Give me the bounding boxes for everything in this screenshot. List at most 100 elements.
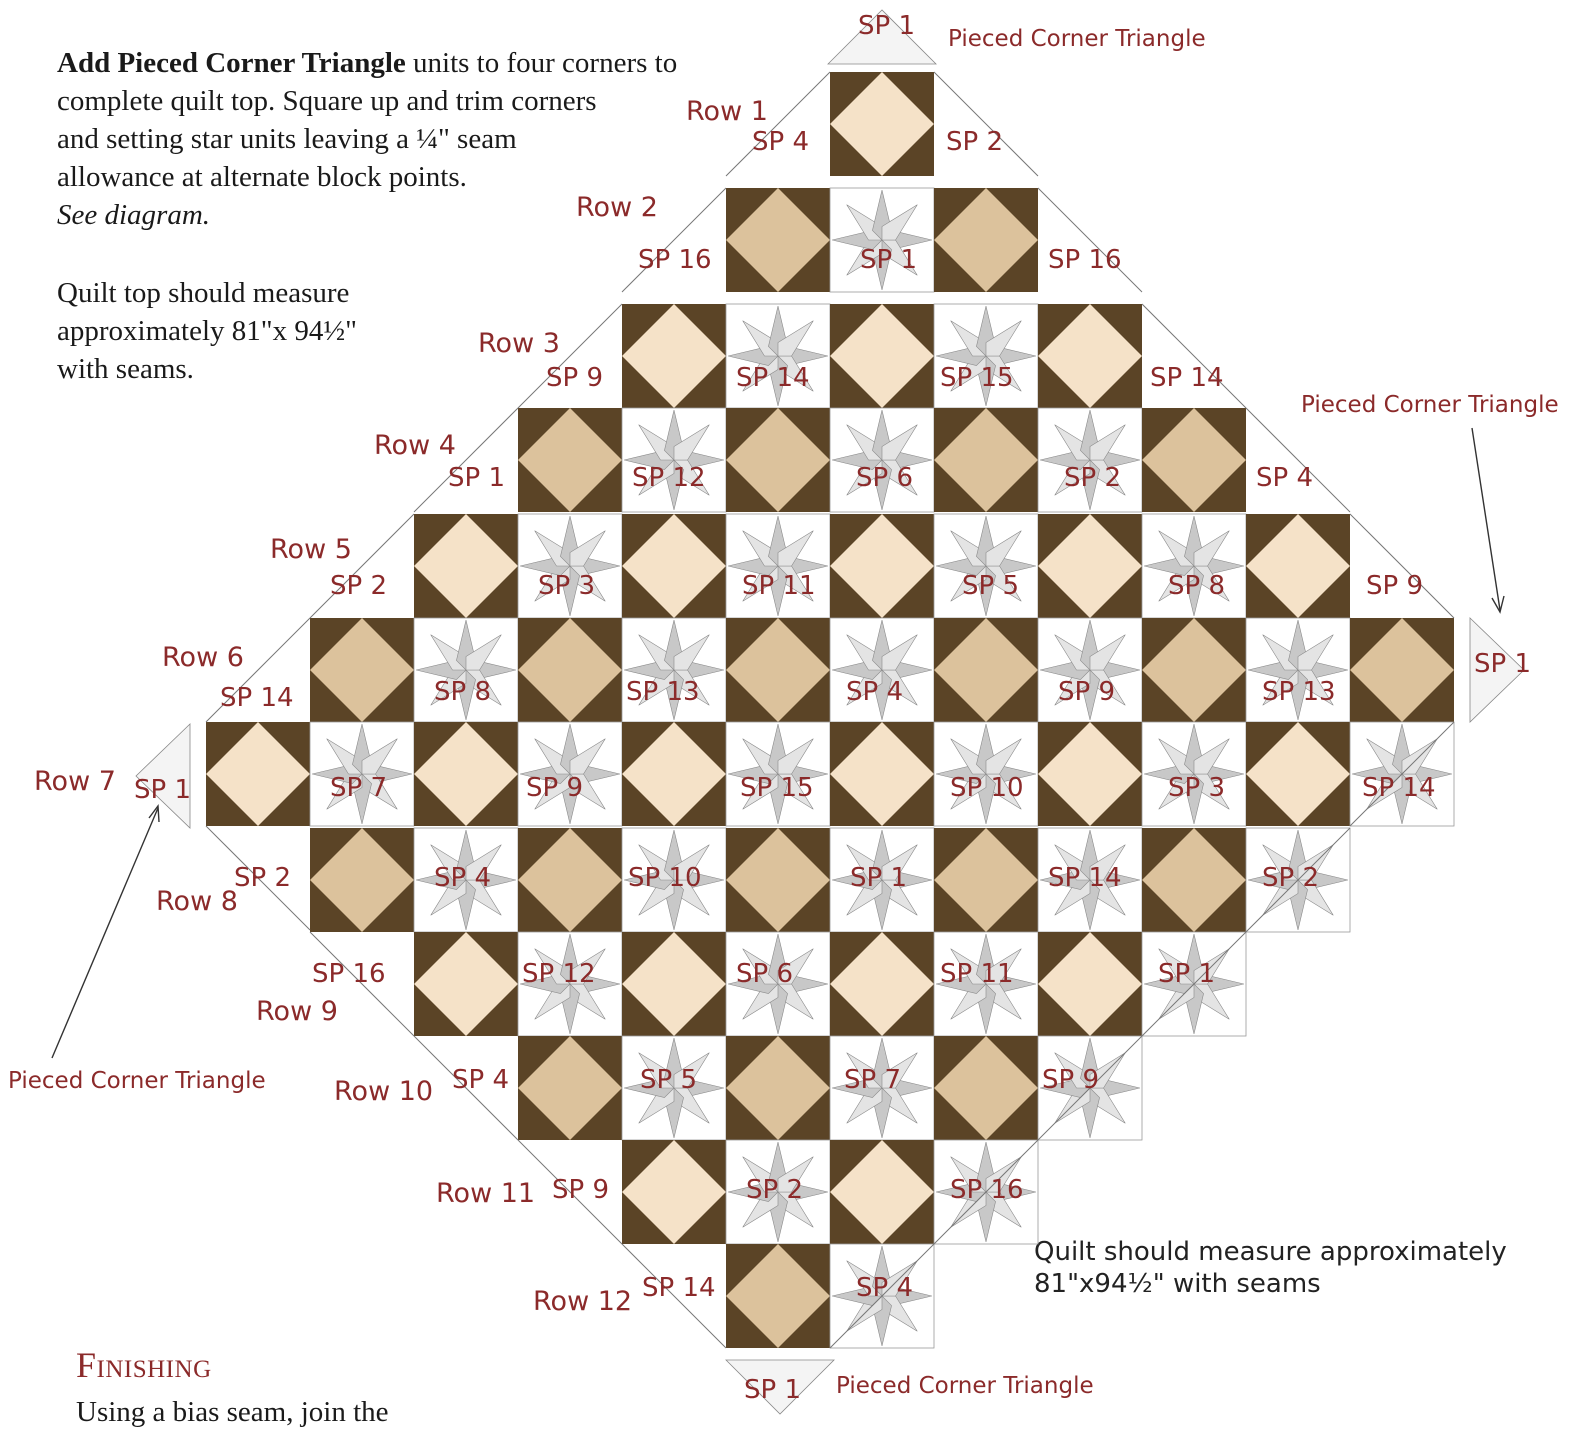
sp-label-row7-5: SP 3 [1168,773,1225,803]
row-label-5: Row 5 [270,534,352,565]
sp-label-row10-1: SP 4 [452,1065,509,1095]
arrow-left [52,808,158,1058]
sp-label-row2-3: SP 16 [1048,245,1122,275]
quilt-block-r9-c3 [622,932,726,1036]
arrow-left-head [149,806,159,822]
sp-label-row5-2: SP 3 [538,571,595,601]
sp-label-row7-1: SP 7 [330,773,387,803]
quilt-block-r9-c1 [414,932,518,1036]
sp-label-row6-5: SP 9 [1058,677,1115,707]
quilt-block-r4-c7 [1142,408,1246,512]
row-label-2: Row 2 [576,192,658,223]
quilt-block-r2-c1 [726,188,830,292]
quilt-block-r10-c1 [518,1036,622,1140]
sp-label-row11-1: SP 9 [552,1175,609,1205]
quilt-block-r11-c1 [622,1140,726,1244]
corner-label-right: SP 1 [1474,649,1531,679]
quilt-block-r9-c5 [830,932,934,1036]
star-block-r5-c6 [934,514,1038,618]
sp-label-row3-3: SP 15 [940,363,1014,393]
sp-label-row4-4: SP 2 [1064,463,1121,493]
quilt-block-r5-c5 [830,514,934,618]
edge-line-8 [1246,408,1350,512]
star-block-r2-c2 [830,188,934,292]
edge-line-10 [1350,514,1454,618]
row-label-1: Row 1 [686,96,768,127]
quilt-block-r5-c9 [1246,514,1350,618]
quilt-block-r5-c1 [414,514,518,618]
star-block-r4-c6 [1038,408,1142,512]
quilt-block-r3-c3 [830,304,934,408]
quilt-block-r6-c9 [1142,618,1246,722]
sp-label-row12-2: SP 4 [856,1273,913,1303]
quilt-block-r4-c5 [934,408,1038,512]
sp-label-row1-2: SP 2 [946,127,1003,157]
quilt-block-r2-c3 [934,188,1038,292]
sp-label-row8-4: SP 1 [850,863,907,893]
sp-label-row1-1: SP 4 [752,127,809,157]
sp-label-row6-4: SP 4 [846,677,903,707]
quilt-block-r6-c7 [934,618,1038,722]
sp-label-row10-4: SP 9 [1042,1065,1099,1095]
quilt-block-r9-c7 [1038,932,1142,1036]
quilt-block-r5-c7 [1038,514,1142,618]
sp-label-row5-6: SP 9 [1366,571,1423,601]
quilt-block-r7-c9 [1038,722,1142,826]
quilt-block-r7-c5 [622,722,726,826]
sp-label-row3-4: SP 14 [1150,363,1224,393]
sp-label-row7-4: SP 10 [950,773,1024,803]
edge-line-9 [310,514,414,618]
sp-label-row3-1: SP 9 [546,363,603,393]
sp-label-row5-1: SP 2 [330,571,387,601]
sp-label-row4-1: SP 1 [448,463,505,493]
sp-label-row8-2: SP 4 [434,863,491,893]
row-label-8: Row 8 [156,886,238,917]
quilt-block-r8-c7 [934,828,1038,932]
quilt-block-r3-c1 [622,304,726,408]
sp-label-row4-3: SP 6 [856,463,913,493]
quilt-block-r7-c7 [830,722,934,826]
sp-label-row7-3: SP 15 [740,773,814,803]
sp-label-row10-3: SP 7 [844,1065,901,1095]
quilt-block-r5-c3 [622,514,726,618]
corner-label-left: SP 1 [134,775,191,805]
sp-label-row7-6: SP 14 [1362,773,1436,803]
quilt-block-r7-c11 [1246,722,1350,826]
star-block-r5-c4 [726,514,830,618]
quilt-block-r8-c5 [726,828,830,932]
sp-label-row9-2: SP 12 [522,959,596,989]
sp-label-row6-2: SP 8 [434,677,491,707]
sp-label-row5-4: SP 5 [962,571,1019,601]
row-label-4: Row 4 [374,430,456,461]
quilt-block-r8-c3 [518,828,622,932]
sp-label-row3-2: SP 14 [736,363,810,393]
quilt-block-r4-c3 [726,408,830,512]
row-label-12: Row 12 [533,1286,632,1317]
sp-label-row4-2: SP 12 [632,463,706,493]
star-block-r4-c4 [830,408,934,512]
edge-line-2 [934,72,1038,176]
row-label-3: Row 3 [478,328,560,359]
sp-label-row11-3: SP 16 [950,1175,1024,1205]
sp-label-row8-6: SP 2 [1262,863,1319,893]
edge-line-4 [1038,188,1142,292]
quilt-block-r4-c1 [518,408,622,512]
star-block-r4-c2 [622,408,726,512]
sp-label-row11-2: SP 2 [746,1175,803,1205]
sp-label-row6-6: SP 13 [1262,677,1336,707]
sp-label-row9-3: SP 6 [736,959,793,989]
sp-label-row8-3: SP 10 [628,863,702,893]
quilt-block-r10-c5 [934,1036,1038,1140]
quilt-block-r12-c1 [726,1244,830,1348]
sp-label-row9-4: SP 11 [940,959,1014,989]
row-label-6: Row 6 [162,642,244,673]
quilt-block-r1-c1 [830,72,934,176]
sp-label-row5-3: SP 11 [742,571,816,601]
quilt-block-r6-c11 [1350,618,1454,722]
row-label-7: Row 7 [34,766,116,797]
quilt-block-r8-c1 [310,828,414,932]
quilt-block-r3-c5 [1038,304,1142,408]
sp-label-row5-5: SP 8 [1168,571,1225,601]
quilt-block-r6-c5 [726,618,830,722]
